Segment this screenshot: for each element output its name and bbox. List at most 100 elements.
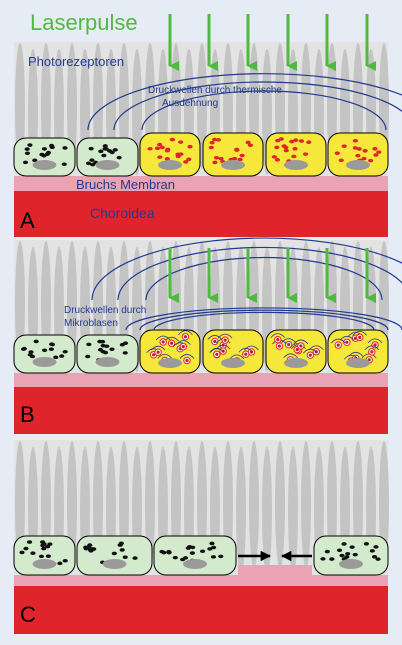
cell-nucleus	[102, 559, 127, 569]
microbubble-wave	[209, 347, 225, 353]
microbubble-wave	[179, 354, 195, 359]
photoreceptor	[288, 447, 298, 574]
rpe-cell	[13, 535, 76, 576]
cell-nucleus	[95, 160, 120, 170]
cell-nucleus	[32, 559, 57, 569]
melanin-granule	[349, 545, 355, 549]
melanin-granule	[122, 351, 128, 355]
microbubble-wave	[309, 345, 324, 350]
melanin-granule	[86, 342, 92, 347]
melanin-granule	[306, 140, 312, 145]
label-pressure-thermal-line1: Druckwellen durch thermische	[148, 85, 282, 96]
microbubble-wave	[367, 338, 383, 344]
melanin-granule	[200, 549, 206, 554]
melanin-granule	[375, 557, 381, 561]
melanin-granule	[274, 145, 280, 150]
melanin-granule	[170, 341, 174, 345]
photoreceptor	[15, 43, 25, 169]
microbubble-wave	[229, 354, 245, 360]
melanin-granule	[102, 144, 108, 148]
label-pressure-thermal-line2: Ausdehnung	[162, 98, 218, 109]
melanin-granule	[207, 547, 213, 551]
cell-nucleus	[32, 357, 57, 367]
melanin-granule	[109, 347, 115, 352]
melanin-granule	[22, 160, 29, 165]
melanin-granule	[371, 555, 378, 559]
melanin-granule	[299, 344, 303, 348]
photoreceptor	[249, 441, 259, 568]
melanin-granule	[28, 350, 34, 354]
melanin-granule	[62, 558, 68, 563]
melanin-granule	[151, 353, 156, 357]
melanin-granule	[373, 545, 379, 549]
melanin-granule	[85, 354, 91, 359]
melanin-granule	[109, 150, 115, 155]
melanin-granule	[368, 158, 374, 163]
photoreceptor	[67, 43, 77, 169]
cell-nucleus	[221, 160, 245, 170]
melanin-granule	[49, 342, 56, 347]
melanin-granule	[244, 352, 248, 356]
melanin-granule	[175, 154, 181, 159]
melanin-granule	[101, 153, 107, 158]
melanin-granule	[159, 145, 165, 150]
melanin-granule	[178, 140, 184, 144]
choroid-layer-a	[14, 191, 388, 237]
cell-nucleus	[346, 358, 370, 368]
melanin-granule	[274, 158, 280, 162]
melanin-granule	[209, 140, 215, 145]
melanin-granule	[38, 554, 45, 559]
microbubble-wave	[150, 345, 166, 351]
microbubble-wave	[293, 339, 309, 345]
melanin-granule	[341, 144, 347, 148]
panel-b: Druckwellen durch Mikroblasen B	[13, 237, 402, 434]
melanin-granule	[57, 561, 63, 566]
melanin-granule	[209, 541, 215, 546]
melanin-granule	[157, 155, 163, 159]
melanin-granule	[237, 157, 243, 162]
microbubble-wave	[157, 354, 173, 359]
pressure-wave	[153, 311, 375, 331]
melanin-granule	[283, 148, 289, 153]
melanin-granule	[45, 554, 51, 558]
cell-nucleus	[183, 559, 207, 569]
melanin-granule	[112, 148, 118, 152]
microbubble-wave	[244, 345, 259, 351]
melanin-granule	[292, 147, 298, 151]
melanin-granule	[373, 153, 379, 157]
microbubble-wave	[281, 338, 296, 343]
melanin-granule	[276, 338, 280, 342]
melanin-granule	[218, 156, 224, 161]
melanin-granule	[218, 554, 224, 559]
microbubble-wave	[238, 347, 254, 353]
pressure-wave	[91, 237, 402, 301]
melanin-granule	[187, 144, 193, 149]
melanin-granule	[215, 138, 222, 142]
melanin-granule	[336, 343, 340, 347]
melanin-granule	[336, 548, 343, 553]
microbubble-wave	[178, 330, 193, 336]
melanin-granule	[362, 148, 368, 153]
melanin-granule	[47, 542, 53, 546]
microbubble-wave	[339, 335, 355, 341]
rpe-cell	[139, 132, 201, 177]
melanin-granule	[247, 143, 254, 148]
photoreceptor	[67, 441, 77, 568]
cell-nucleus	[339, 559, 363, 569]
panel-letter-b: B	[20, 402, 35, 427]
bare-bruchs-membrane	[238, 565, 312, 575]
pressure-wave	[125, 307, 402, 331]
melanin-granule	[324, 549, 330, 554]
panel-letter-c: C	[20, 602, 36, 627]
cell-nucleus	[95, 357, 120, 367]
rpe-cell	[265, 132, 327, 177]
melanin-granule	[289, 139, 295, 144]
melanin-granule	[154, 146, 161, 151]
melanin-granule	[185, 546, 191, 550]
melanin-granule	[20, 347, 27, 351]
label-bruchs-membrane: Bruchs Membran	[76, 177, 175, 192]
melanin-granule	[88, 146, 94, 151]
melanin-granule	[99, 339, 106, 344]
melanin-granule	[373, 343, 377, 347]
melanin-granule	[102, 350, 109, 355]
